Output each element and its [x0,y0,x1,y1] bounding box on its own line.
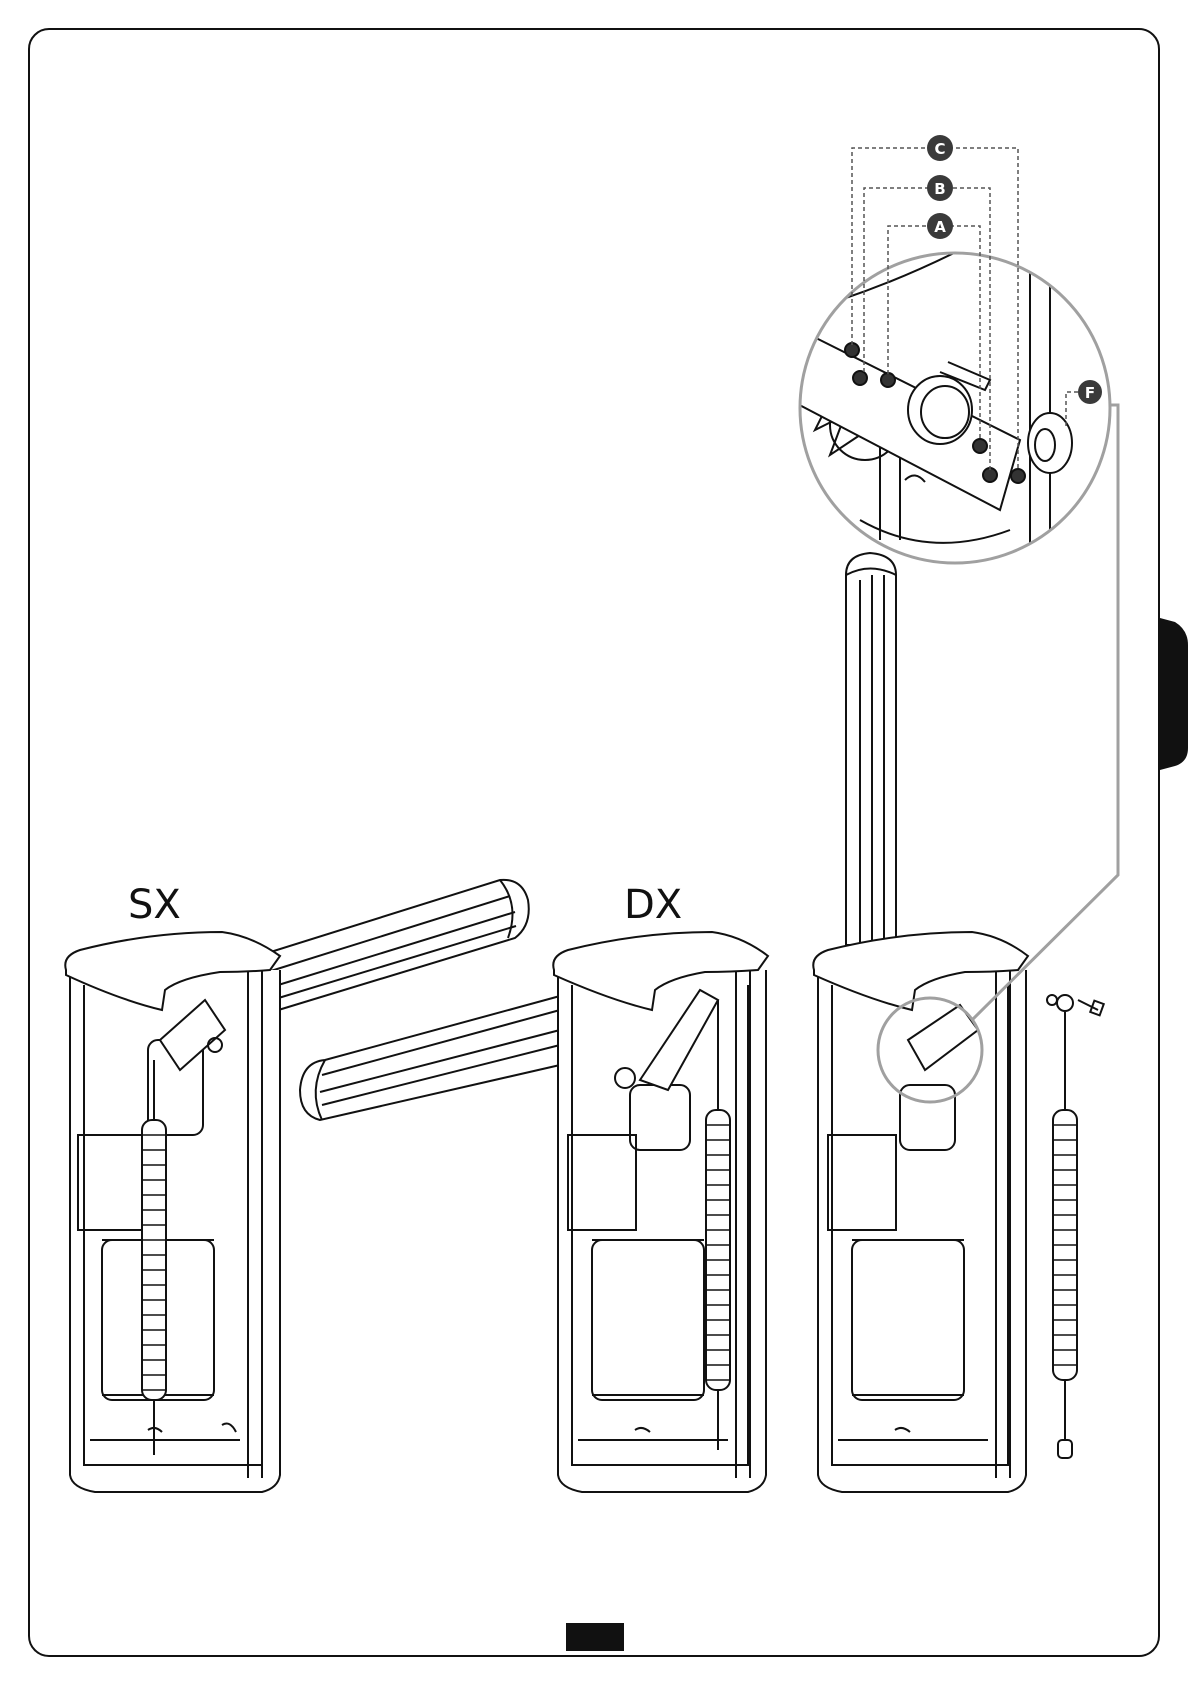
callout-b: B [927,175,953,201]
detail-view [790,240,1120,580]
loose-spring-assembly [1047,995,1104,1458]
callout-a: A [927,213,953,239]
barrier-unit-vertical [813,553,1028,1492]
page-number-box [566,1623,624,1651]
label-dx: DX [624,882,682,928]
boom-arm-dx [300,996,560,1120]
spring-dx [706,1110,730,1390]
label-sx: SX [128,882,181,928]
svg-text:B: B [934,180,945,198]
spring-sx [142,1120,166,1400]
callout-c: C [927,135,953,161]
barrier-unit-sx [65,880,528,1492]
boom-arm-sx [245,880,529,1015]
svg-text:C: C [934,140,945,158]
svg-text:F: F [1085,384,1095,402]
svg-text:A: A [934,218,946,236]
barrier-unit-dx [300,932,768,1492]
callout-f: F [1078,380,1102,404]
section-tab [1160,618,1188,770]
